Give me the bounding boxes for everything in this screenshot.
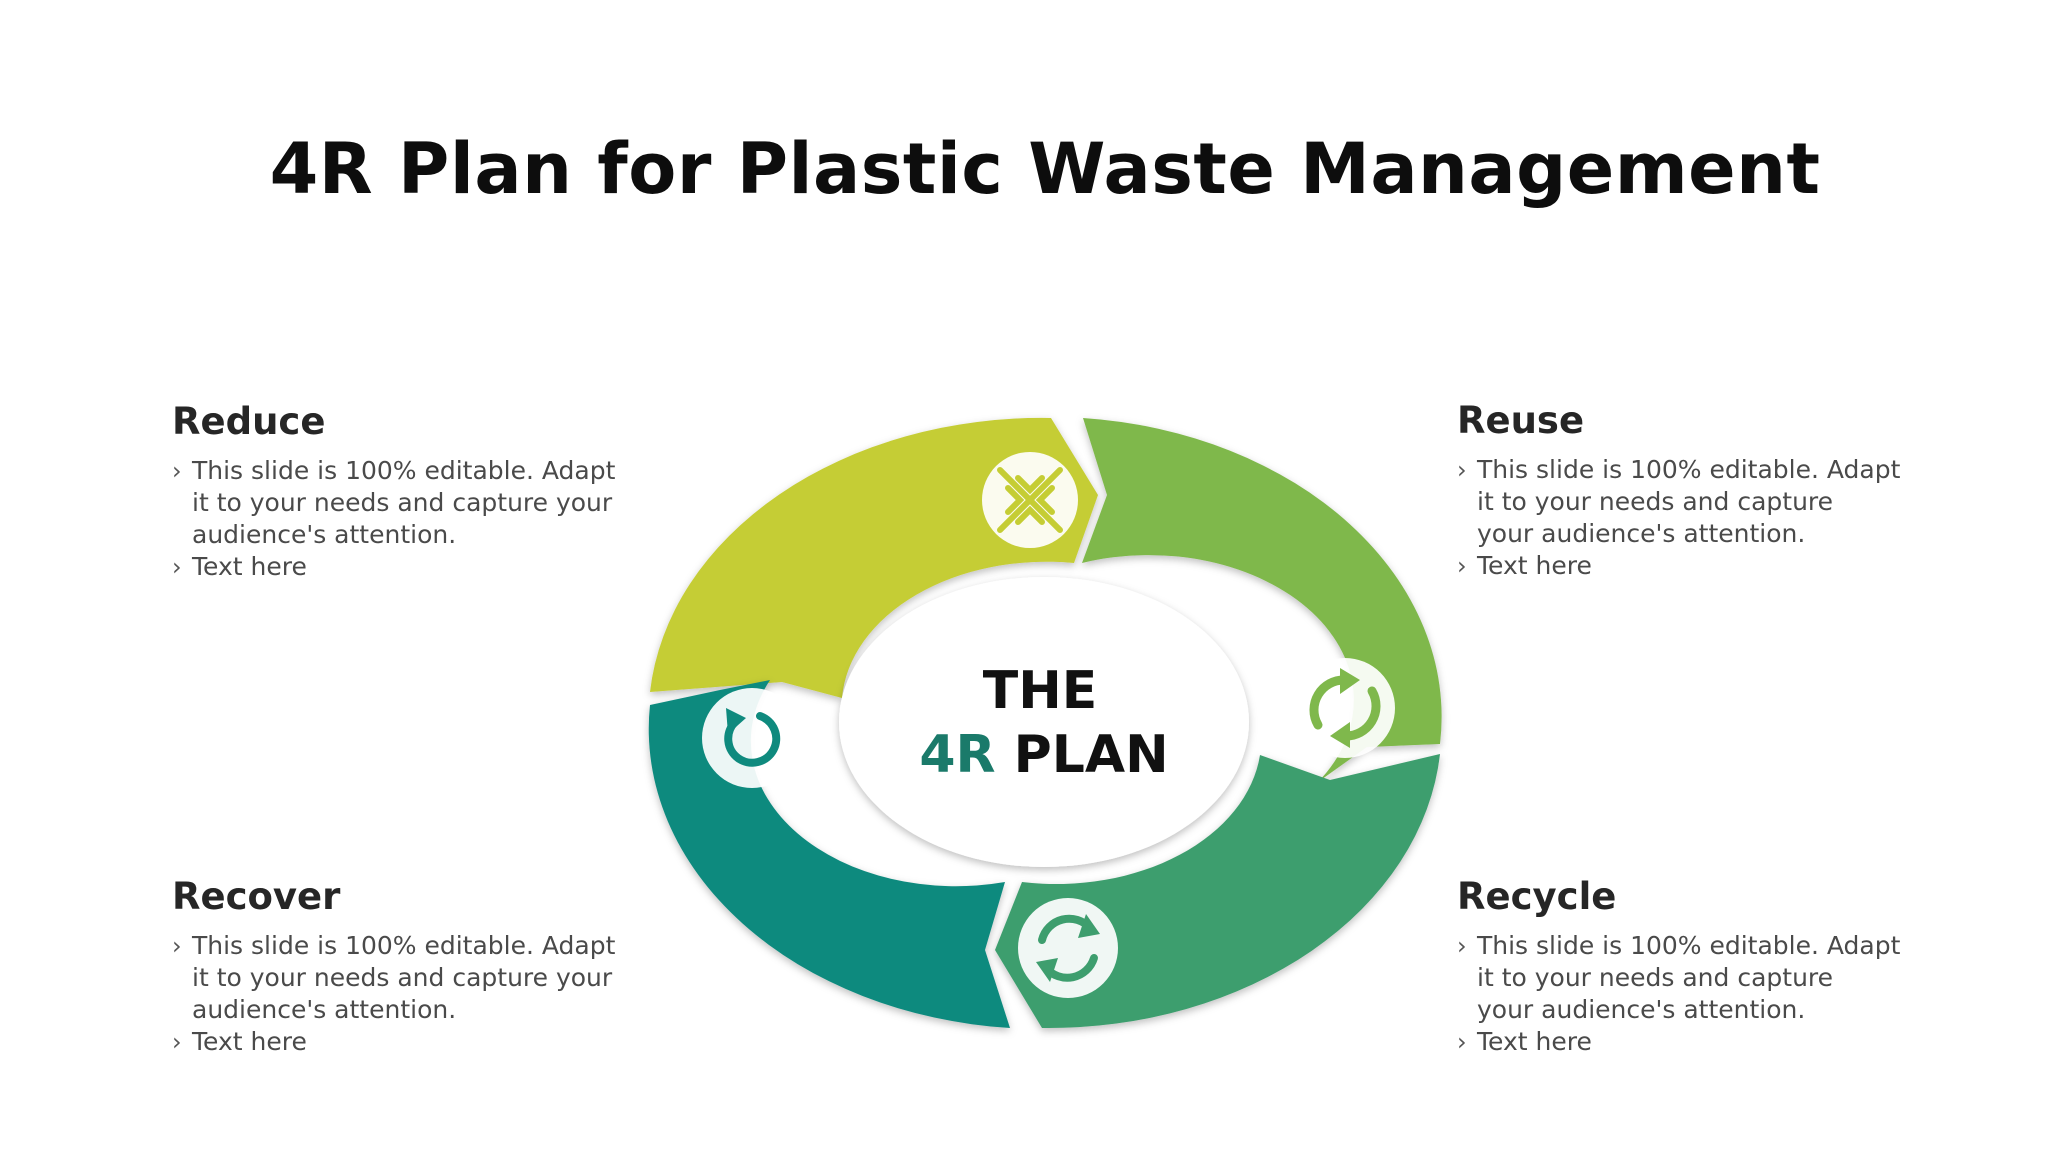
bullet-chevron-icon: › bbox=[1457, 932, 1467, 960]
reduce-text-line-1: This slide is 100% editable. Adapt bbox=[192, 456, 616, 485]
center-accent-4r: 4R bbox=[919, 725, 995, 785]
recycle-icon bbox=[1018, 898, 1118, 998]
recycle-bullets: › This slide is 100% editable. Adapt it … bbox=[1457, 930, 1997, 1058]
recycle-text-line-2: it to your needs and capture bbox=[1477, 963, 1834, 992]
reuse-text-here: Text here bbox=[1477, 551, 1592, 580]
reduce-bullet-1: › This slide is 100% editable. Adapt it … bbox=[172, 455, 712, 551]
center-circle bbox=[839, 577, 1249, 867]
recycle-block: Recycle › This slide is 100% editable. A… bbox=[1457, 875, 1997, 1058]
bullet-chevron-icon: › bbox=[172, 457, 182, 485]
recover-bullet-2: › Text here bbox=[172, 1026, 712, 1058]
reuse-bullets: › This slide is 100% editable. Adapt it … bbox=[1457, 454, 1997, 582]
recycle-text-line-3: your audience's attention. bbox=[1477, 995, 1806, 1024]
reduce-text-here: Text here bbox=[192, 552, 307, 581]
reuse-text-line-1: This slide is 100% editable. Adapt bbox=[1477, 455, 1901, 484]
bullet-chevron-icon: › bbox=[172, 553, 182, 581]
reuse-text-line-2: it to your needs and capture bbox=[1477, 487, 1834, 516]
bullet-chevron-icon: › bbox=[172, 1028, 182, 1056]
recycle-text-here: Text here bbox=[1477, 1027, 1592, 1056]
recycle-bullet-2: › Text here bbox=[1457, 1026, 1997, 1058]
reduce-bullet-2: › Text here bbox=[172, 551, 712, 583]
reduce-text-line-3: audience's attention. bbox=[192, 520, 457, 549]
reduce-bullets: › This slide is 100% editable. Adapt it … bbox=[172, 455, 712, 583]
reduce-block: Reduce › This slide is 100% editable. Ad… bbox=[172, 400, 712, 583]
reuse-bullet-2: › Text here bbox=[1457, 550, 1997, 582]
recover-text-line-3: audience's attention. bbox=[192, 995, 457, 1024]
reuse-arrows-icon bbox=[1295, 658, 1395, 758]
recover-bullets: › This slide is 100% editable. Adapt it … bbox=[172, 930, 712, 1058]
bullet-chevron-icon: › bbox=[1457, 456, 1467, 484]
reduce-text-line-2: it to your needs and capture your bbox=[192, 488, 613, 517]
rotate-icon bbox=[702, 688, 802, 788]
bullet-chevron-icon: › bbox=[1457, 1028, 1467, 1056]
recover-heading: Recover bbox=[172, 875, 341, 918]
reduce-heading: Reduce bbox=[172, 400, 326, 443]
center-plan: PLAN bbox=[1014, 725, 1169, 785]
bullet-chevron-icon: › bbox=[1457, 552, 1467, 580]
center-text-line2: 4R PLAN bbox=[919, 725, 1168, 785]
recycle-text-line-1: This slide is 100% editable. Adapt bbox=[1477, 931, 1901, 960]
recover-text-here: Text here bbox=[192, 1027, 307, 1056]
center-text-line1: THE bbox=[983, 661, 1098, 721]
recover-text-line-2: it to your needs and capture your bbox=[192, 963, 613, 992]
reuse-text-line-3: your audience's attention. bbox=[1477, 519, 1806, 548]
recover-bullet-1: › This slide is 100% editable. Adapt it … bbox=[172, 930, 712, 1026]
recover-text-line-1: This slide is 100% editable. Adapt bbox=[192, 931, 616, 960]
reuse-bullet-1: › This slide is 100% editable. Adapt it … bbox=[1457, 454, 1997, 550]
reuse-heading: Reuse bbox=[1457, 399, 1585, 442]
recycle-heading: Recycle bbox=[1457, 875, 1617, 918]
bullet-chevron-icon: › bbox=[172, 932, 182, 960]
reuse-segment bbox=[1082, 418, 1442, 782]
reuse-block: Reuse › This slide is 100% editable. Ada… bbox=[1457, 399, 1997, 582]
recover-block: Recover › This slide is 100% editable. A… bbox=[172, 875, 712, 1058]
page-title: 4R Plan for Plastic Waste Management bbox=[269, 128, 1821, 210]
arrows-inward-icon bbox=[982, 452, 1078, 548]
recycle-bullet-1: › This slide is 100% editable. Adapt it … bbox=[1457, 930, 1997, 1026]
